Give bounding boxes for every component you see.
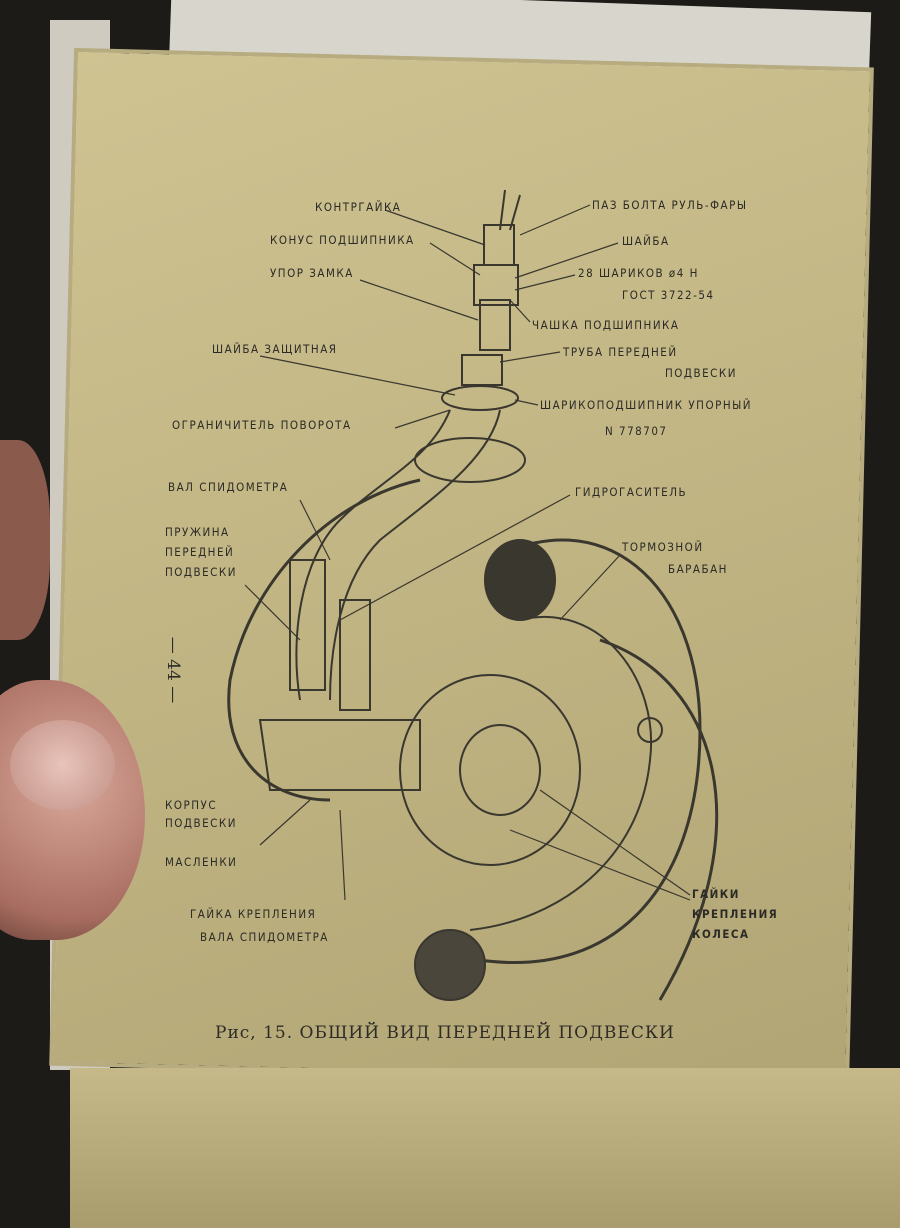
suspension-diagram [227,189,719,1001]
label-wheel-nuts-1: ГАЙКИ [692,887,740,901]
label-brake-drum-2: БАРАБАН [668,562,728,576]
label-shaft-nut-1: ГАЙКА КРЕПЛЕНИЯ [190,907,317,921]
tube-drawing [461,354,503,386]
lock-stop-drawing [479,299,511,351]
suspension-body-drawing [258,719,421,791]
label-wheel-nuts-2: КРЕПЛЕНИЯ [692,907,779,921]
label-turn-limiter: ОГРАНИЧИТЕЛЬ ПОВОРОТА [172,418,352,432]
label-shaft-nut-2: ВАЛА СПИДОМЕТРА [200,930,329,944]
figure-caption: Рис, 15. ОБЩИЙ ВИД ПЕРЕДНЕЙ ПОДВЕСКИ [215,1023,675,1043]
label-shock-absorber: ГИДРОГАСИТЕЛЬ [575,485,688,499]
label-bearing-cone: КОНУС ПОДШИПНИКА [270,233,415,247]
speedometer-cable-drawing [227,478,421,802]
label-lock-stop: УПОР ЗАМКА [270,266,354,280]
label-tube-2: ПОДВЕСКИ [665,366,737,380]
label-protective-washer: ШАЙБА ЗАЩИТНАЯ [212,342,338,356]
label-bolt-groove: ПАЗ БОЛТА РУЛЬ-ФАРЫ [592,198,748,212]
spring-drawing [289,559,326,691]
label-speedometer-shaft: ВАЛ СПИДОМЕТРА [168,480,289,494]
label-thrust-bearing-1: ШАРИКОПОДШИПНИК УПОРНЫЙ [540,398,752,412]
page-number: — 44 — [163,636,184,704]
label-balls-2: ГОСТ 3722-54 [622,288,715,302]
locknut-drawing [483,224,515,266]
label-balls-1: 28 ШАРИКОВ ø4 Н [578,266,699,280]
label-wheel-nuts-3: КОЛЕСА [692,927,750,941]
fork-drawing [295,409,451,701]
bearing-cone-drawing [473,264,519,306]
finger [0,440,50,640]
label-tube-1: ТРУБА ПЕРЕДНЕЙ [563,345,678,359]
label-spring-1: ПРУЖИНА [165,525,230,539]
label-oilers: МАСЛЕНКИ [165,855,238,869]
thrust-bearing-drawing [441,385,519,411]
label-thrust-bearing-2: N 778707 [605,424,668,438]
label-locknut: КОНТРГАЙКА [315,200,402,214]
label-spring-3: ПОДВЕСКИ [165,565,237,579]
label-brake-drum-1: ТОРМОЗНОЙ [622,540,704,554]
label-body-2: ПОДВЕСКИ [165,816,237,830]
label-spring-2: ПЕРЕДНЕЙ [165,545,235,559]
label-body-1: КОРПУС [165,798,218,812]
label-washer: ШАЙБА [622,234,670,248]
thumbnail [10,720,115,810]
brake-drum-drawing [399,674,581,866]
label-bearing-cup: ЧАШКА ПОДШИПНИКА [532,318,680,332]
